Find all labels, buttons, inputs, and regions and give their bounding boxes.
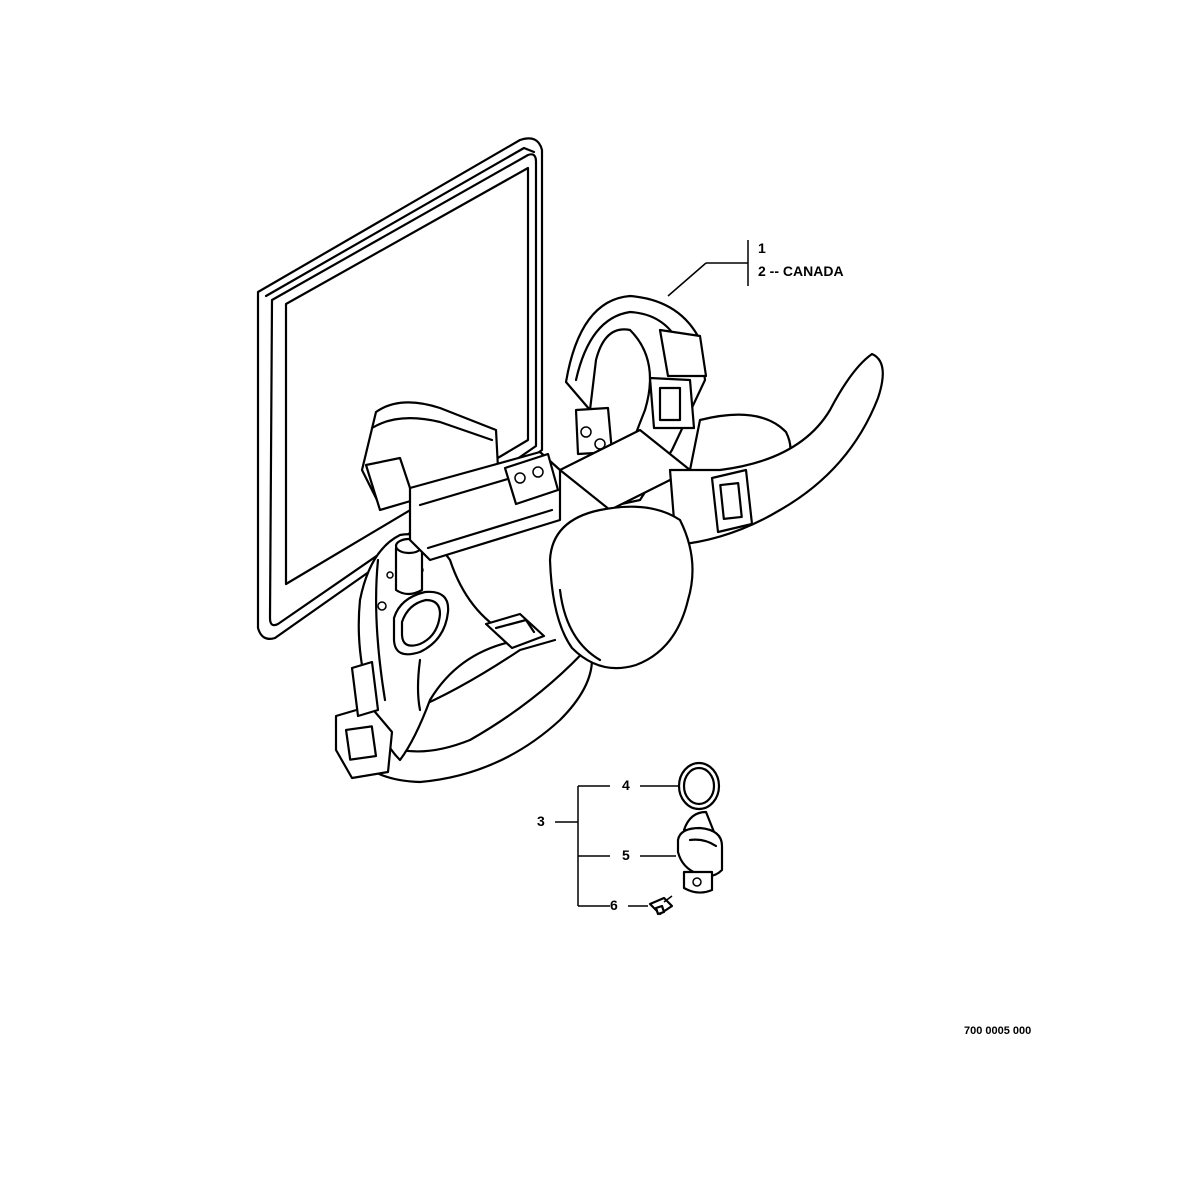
clamp-part	[676, 810, 724, 894]
callout-item-1: 1	[758, 240, 766, 256]
callout-item-4: 4	[622, 777, 630, 793]
instruction-placard	[256, 137, 544, 640]
callout-item-6: 6	[610, 897, 618, 913]
screw-part	[648, 895, 674, 916]
ring-part	[677, 761, 721, 811]
leader-1-2	[667, 240, 749, 297]
harness-assembly	[334, 294, 884, 784]
callout-item-5: 5	[622, 847, 630, 863]
drawing-number: 700 0005 000	[964, 1025, 1032, 1037]
callout-item-3: 3	[537, 813, 545, 829]
callout-item-2: 2 -- CANADA	[758, 263, 844, 279]
leader-3-6	[555, 785, 680, 907]
